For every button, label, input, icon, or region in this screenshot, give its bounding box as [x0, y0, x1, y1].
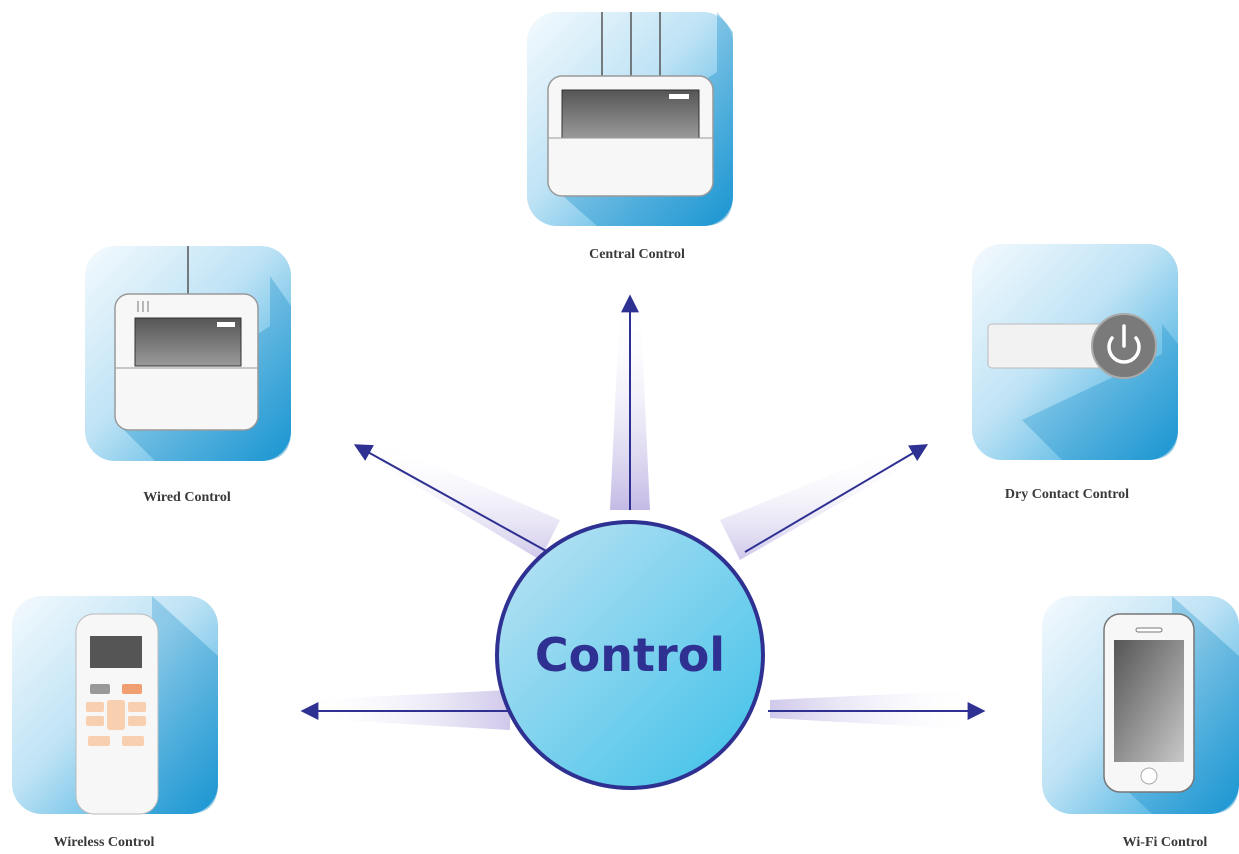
node-central-label: Central Control — [589, 247, 685, 262]
wired-controller-icon — [114, 246, 259, 431]
node-wifi-label: Wi-Fi Control — [1123, 835, 1208, 850]
central-controller-icon — [547, 12, 714, 197]
center-label: Control — [535, 628, 725, 682]
smartphone-icon — [1103, 613, 1195, 793]
node-dry-contact — [972, 244, 1178, 460]
node-wired — [85, 246, 291, 461]
node-dry-contact-label: Dry Contact Control — [1005, 487, 1129, 502]
remote-control-icon — [75, 613, 159, 815]
center-node: Control — [495, 520, 765, 790]
node-wired-label: Wired Control — [143, 490, 231, 505]
node-central — [527, 12, 733, 226]
node-wireless-label: Wireless Control — [54, 835, 155, 850]
node-wifi — [1042, 596, 1239, 814]
connector-arrows — [300, 294, 986, 720]
arrow-to-dry-contact — [744, 444, 929, 553]
node-wireless — [12, 596, 218, 815]
power-switch-icon — [987, 313, 1157, 379]
arrow-to-wired — [353, 444, 549, 553]
